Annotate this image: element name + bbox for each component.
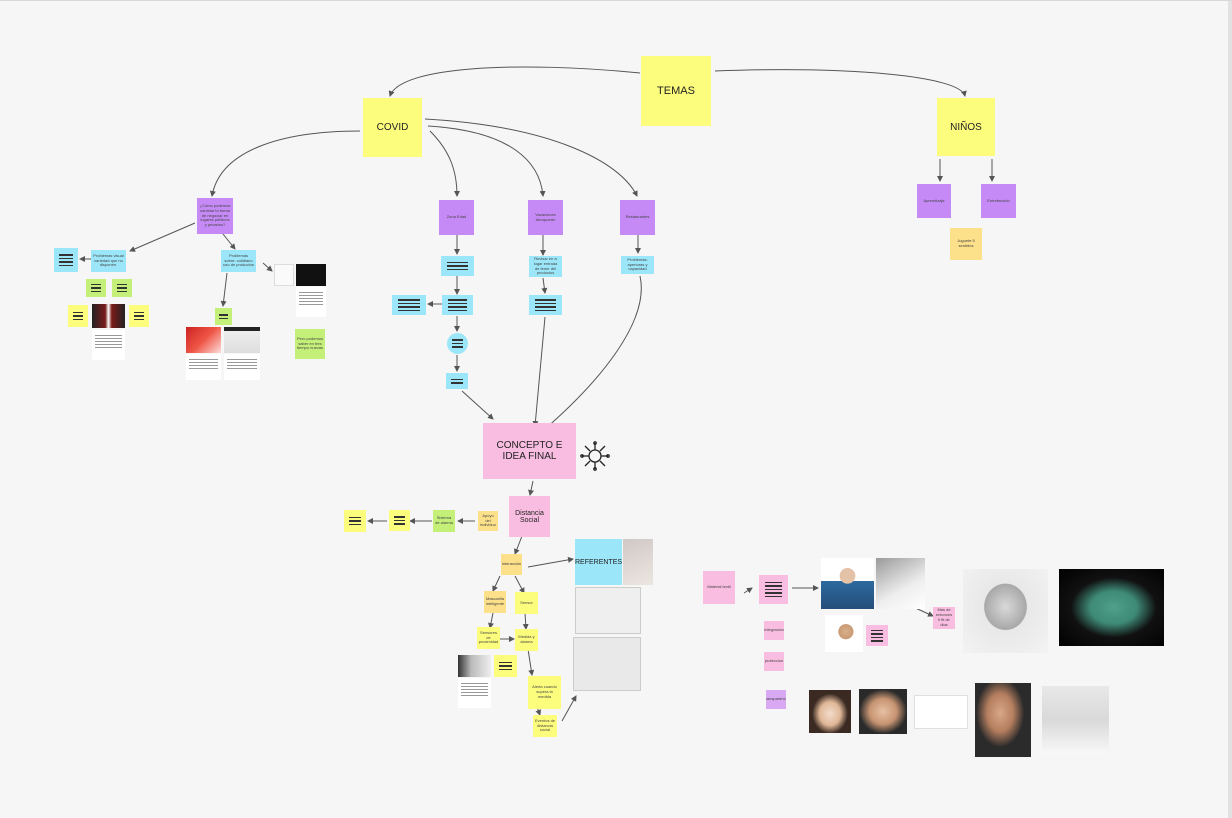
image-sketch-board[interactable] <box>573 637 641 691</box>
document-thumbnail[interactable] <box>224 354 260 380</box>
note-circle-cyan[interactable] <box>447 333 468 354</box>
note-lines-yellow[interactable] <box>344 510 366 532</box>
document-thumbnail[interactable] <box>92 330 125 360</box>
image-couple-masks[interactable] <box>1042 686 1109 754</box>
note-lines-cyan[interactable] <box>442 295 473 315</box>
note-lines-green[interactable] <box>86 279 106 297</box>
image-product-red[interactable] <box>186 327 221 353</box>
note-sensor-proximidad[interactable]: Sensores de proximidad <box>477 627 500 649</box>
image-drone-sketch[interactable] <box>274 264 294 286</box>
scrollbar[interactable] <box>1228 1 1232 818</box>
note-proteccion[interactable]: proteccion <box>764 652 784 671</box>
note-transparencia[interactable]: Transparencia <box>766 690 786 709</box>
note-lines-cyan[interactable] <box>392 295 426 315</box>
image-clear-mask-smile[interactable] <box>809 690 851 733</box>
note-juguete[interactable]: Juguete 5 sentidos <box>950 228 982 260</box>
image-dark-room[interactable] <box>92 304 125 328</box>
note-lines-green[interactable] <box>215 308 232 325</box>
note-restaurantes[interactable]: Restaurantes <box>620 200 655 235</box>
note-concepto-final[interactable]: CONCEPTO E IDEA FINAL <box>483 423 576 479</box>
image-product-hands[interactable] <box>224 327 260 353</box>
note-material-detail[interactable]: Mas de entonces ll fit de dios <box>933 607 955 629</box>
note-lines-cyan[interactable] <box>54 248 78 272</box>
image-sketch-board[interactable] <box>575 587 641 634</box>
note-medida-alarma[interactable]: Medida y alarma <box>515 629 538 651</box>
note-lines-cyan[interactable] <box>529 295 562 315</box>
note-lines-cyan[interactable] <box>441 256 474 276</box>
note-distancia-social[interactable]: Distancia Social <box>509 496 550 537</box>
image-mask-fabric[interactable] <box>876 558 925 609</box>
note-restaurant-detail[interactable]: Problemas: aperturas y capacidad <box>621 256 654 274</box>
note-mascarilla[interactable]: Mascarilla inteligente <box>484 591 506 613</box>
note-vacaciones-detail[interactable]: Revisar en a lugar entrada de tener del … <box>529 256 562 277</box>
note-lines-yellow[interactable] <box>494 655 517 677</box>
note-entretencion[interactable]: Entretención <box>981 184 1016 218</box>
note-integracion[interactable]: Integracion <box>764 621 784 640</box>
note-referentes[interactable]: REFERENTES <box>575 539 622 585</box>
note-mid-problem[interactable]: Problemas sobre: cotidiano uso de produc… <box>221 250 256 272</box>
note-covid[interactable]: COVID <box>363 98 422 157</box>
note-material-textil[interactable]: Material textil <box>703 571 735 604</box>
note-lines-yellow[interactable] <box>68 305 88 327</box>
note-interaccion[interactable]: Interacción <box>501 554 522 575</box>
note-green-small[interactable]: Sistema de alarma <box>433 510 455 532</box>
document-thumbnail[interactable] <box>186 354 221 380</box>
note-lines-yellow[interactable] <box>389 510 410 531</box>
note-alerta[interactable]: Alerta cuando supera la medida <box>528 676 561 709</box>
note-green-idea[interactable]: Pero podemos saber en tres tiempo nuevas <box>295 329 325 359</box>
note-zona-edad[interactable]: Zona Edad <box>439 200 474 235</box>
image-dark-device[interactable] <box>296 264 326 286</box>
note-lines-pink[interactable] <box>759 575 788 604</box>
note-lines-pink[interactable] <box>866 625 888 646</box>
note-left-problem[interactable]: Problemas visual variedad que no dispone… <box>91 250 126 272</box>
image-3d-head-green[interactable] <box>1059 569 1164 646</box>
document-thumbnail[interactable] <box>458 678 491 708</box>
note-orange-small[interactable]: Apoyo del individuo <box>478 511 498 531</box>
image-reference-sketch[interactable] <box>623 539 653 585</box>
image-3d-head-grey[interactable] <box>963 569 1048 653</box>
image-mask-product[interactable] <box>914 695 968 729</box>
image-clear-mask-woman[interactable] <box>859 689 907 734</box>
image-man-clear-mask[interactable] <box>975 683 1031 757</box>
document-thumbnail[interactable] <box>296 287 326 317</box>
note-aprendizaje[interactable]: Aprendizaje <box>917 184 951 218</box>
image-product-white[interactable] <box>458 655 491 677</box>
idea-network-icon <box>580 441 610 471</box>
note-vacaciones[interactable]: Vacaciones Aeropuerto <box>528 200 563 235</box>
image-woman-mask[interactable] <box>825 615 863 652</box>
note-question[interactable]: ¿Cómo podemos cambiar la forma de negoci… <box>197 198 233 234</box>
note-temas[interactable]: TEMAS <box>641 56 711 126</box>
note-lines-green[interactable] <box>112 279 132 297</box>
note-lines-yellow[interactable] <box>129 305 149 327</box>
image-person-mask[interactable] <box>821 558 874 609</box>
note-lines-cyan[interactable] <box>446 373 468 389</box>
note-sensor[interactable]: Sensor <box>515 592 538 614</box>
note-eventos[interactable]: Eventos de distancia social <box>533 715 557 737</box>
note-ninos[interactable]: NIÑOS <box>937 98 995 156</box>
